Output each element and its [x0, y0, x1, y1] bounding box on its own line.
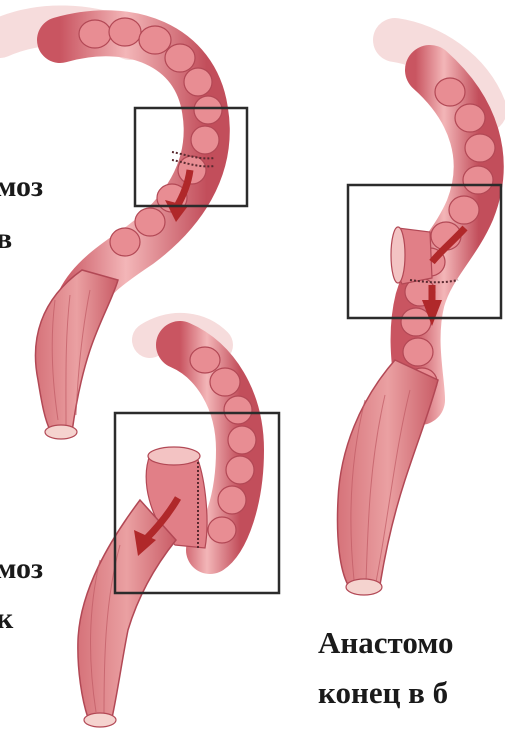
colon-specimen-bottom-left [78, 331, 279, 727]
label-top-left-line2: в [0, 222, 12, 256]
label-bottom-left-line1: моз [0, 552, 43, 586]
label-right-line2: конец в б [318, 676, 448, 710]
rectal-stump [84, 713, 116, 727]
label-right-line1: Анастомо [318, 626, 453, 660]
colon-specimen-right [337, 40, 501, 595]
label-bottom-left-line2: к [0, 602, 13, 636]
rectal-stump [45, 425, 77, 439]
rectal-stump [346, 579, 382, 595]
label-top-left-line1: моз [0, 170, 43, 204]
